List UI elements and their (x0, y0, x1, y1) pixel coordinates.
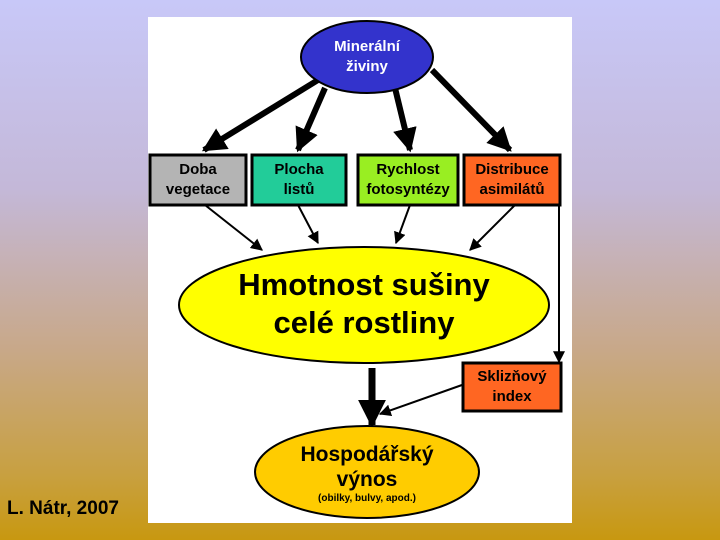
harvest-index-box-shape (461, 361, 563, 413)
arrow-minerals-to-photosynthesis (392, 87, 417, 153)
minerals-node-label: Minerální živiny (334, 38, 400, 75)
photosynthesis-box-shape (356, 153, 460, 207)
yield-node-note: (obilky, bulvy, apod.) (318, 493, 416, 504)
arrow-leaf-area-to-drymass (297, 204, 319, 245)
distribution-box-shape (462, 153, 562, 207)
photosynthesis-box-label: Rychlost fotosyntézy (366, 161, 450, 198)
arrow-distribution-to-drymass (469, 204, 516, 251)
harvest-index-box-label: Sklizňový index (477, 368, 547, 405)
season-box-shape (148, 153, 248, 207)
author-credit: L. Nátr, 2007 (7, 498, 119, 519)
arrow-minerals-to-season (201, 77, 320, 153)
drymass-node-shape (178, 246, 550, 364)
drymass-node-label: Hmotnost sušiny celé rostliny (238, 267, 490, 340)
minerals-node-shape (300, 20, 434, 94)
distribution-box-label: Distribuce asimilátů (475, 161, 549, 198)
arrow-harvest-index-to-yield (378, 384, 463, 417)
yield-node-shape (254, 425, 480, 519)
arrow-photosynthesis-to-drymass (394, 204, 411, 245)
season-box-label: Doba vegetace (165, 161, 231, 198)
arrow-season-to-drymass (204, 204, 263, 251)
leaf-area-box-label: Plocha listů (274, 161, 324, 198)
arrow-minerals-to-leaf-area (295, 86, 328, 153)
arrow-minerals-to-distribution (429, 67, 513, 153)
leaf-area-box-shape (250, 153, 348, 207)
yield-node-label: Hospodářský výnos (obilky, bulvy, apod.) (300, 443, 434, 504)
